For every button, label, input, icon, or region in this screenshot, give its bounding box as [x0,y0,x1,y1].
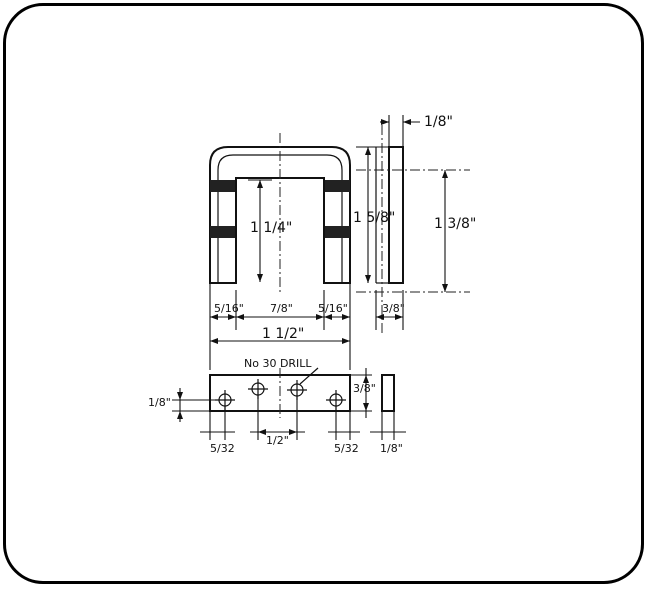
label-hole-offset: 1/8" [148,396,171,409]
label-bar-height: 3/8" [353,382,376,395]
label-side-height: 1 3/8" [434,216,476,232]
label-left-leg: 5/16" [214,302,244,315]
side-plate [388,146,404,284]
label-gap: 7/8" [270,302,293,315]
left-upper-band [210,180,236,192]
u-bracket-side-view [356,115,470,335]
label-right-leg: 5/16" [318,302,348,315]
label-side-thickness: 1/8" [424,114,453,130]
right-upper-band [324,180,350,192]
bar-end-view [381,374,395,412]
label-bar-end-thickness: 1/8" [380,442,403,455]
front-view-width-dimensions [209,283,404,370]
label-overall-width: 1 1/2" [262,326,304,342]
label-edge-right: 5/32 [334,442,359,455]
left-lower-band [210,226,236,238]
right-lower-band [324,226,350,238]
u-bracket-front-view [209,133,351,292]
label-drill-note: No 30 DRILL [244,357,312,370]
label-hole-spacing: 1/2" [266,434,289,447]
drilled-bar-view [172,367,406,440]
label-side-width: 3/8" [382,302,405,315]
label-inner-height: 1 1/4" [250,220,292,236]
label-edge-left: 5/32 [210,442,235,455]
label-outer-height: 1 5/8" [353,210,395,226]
